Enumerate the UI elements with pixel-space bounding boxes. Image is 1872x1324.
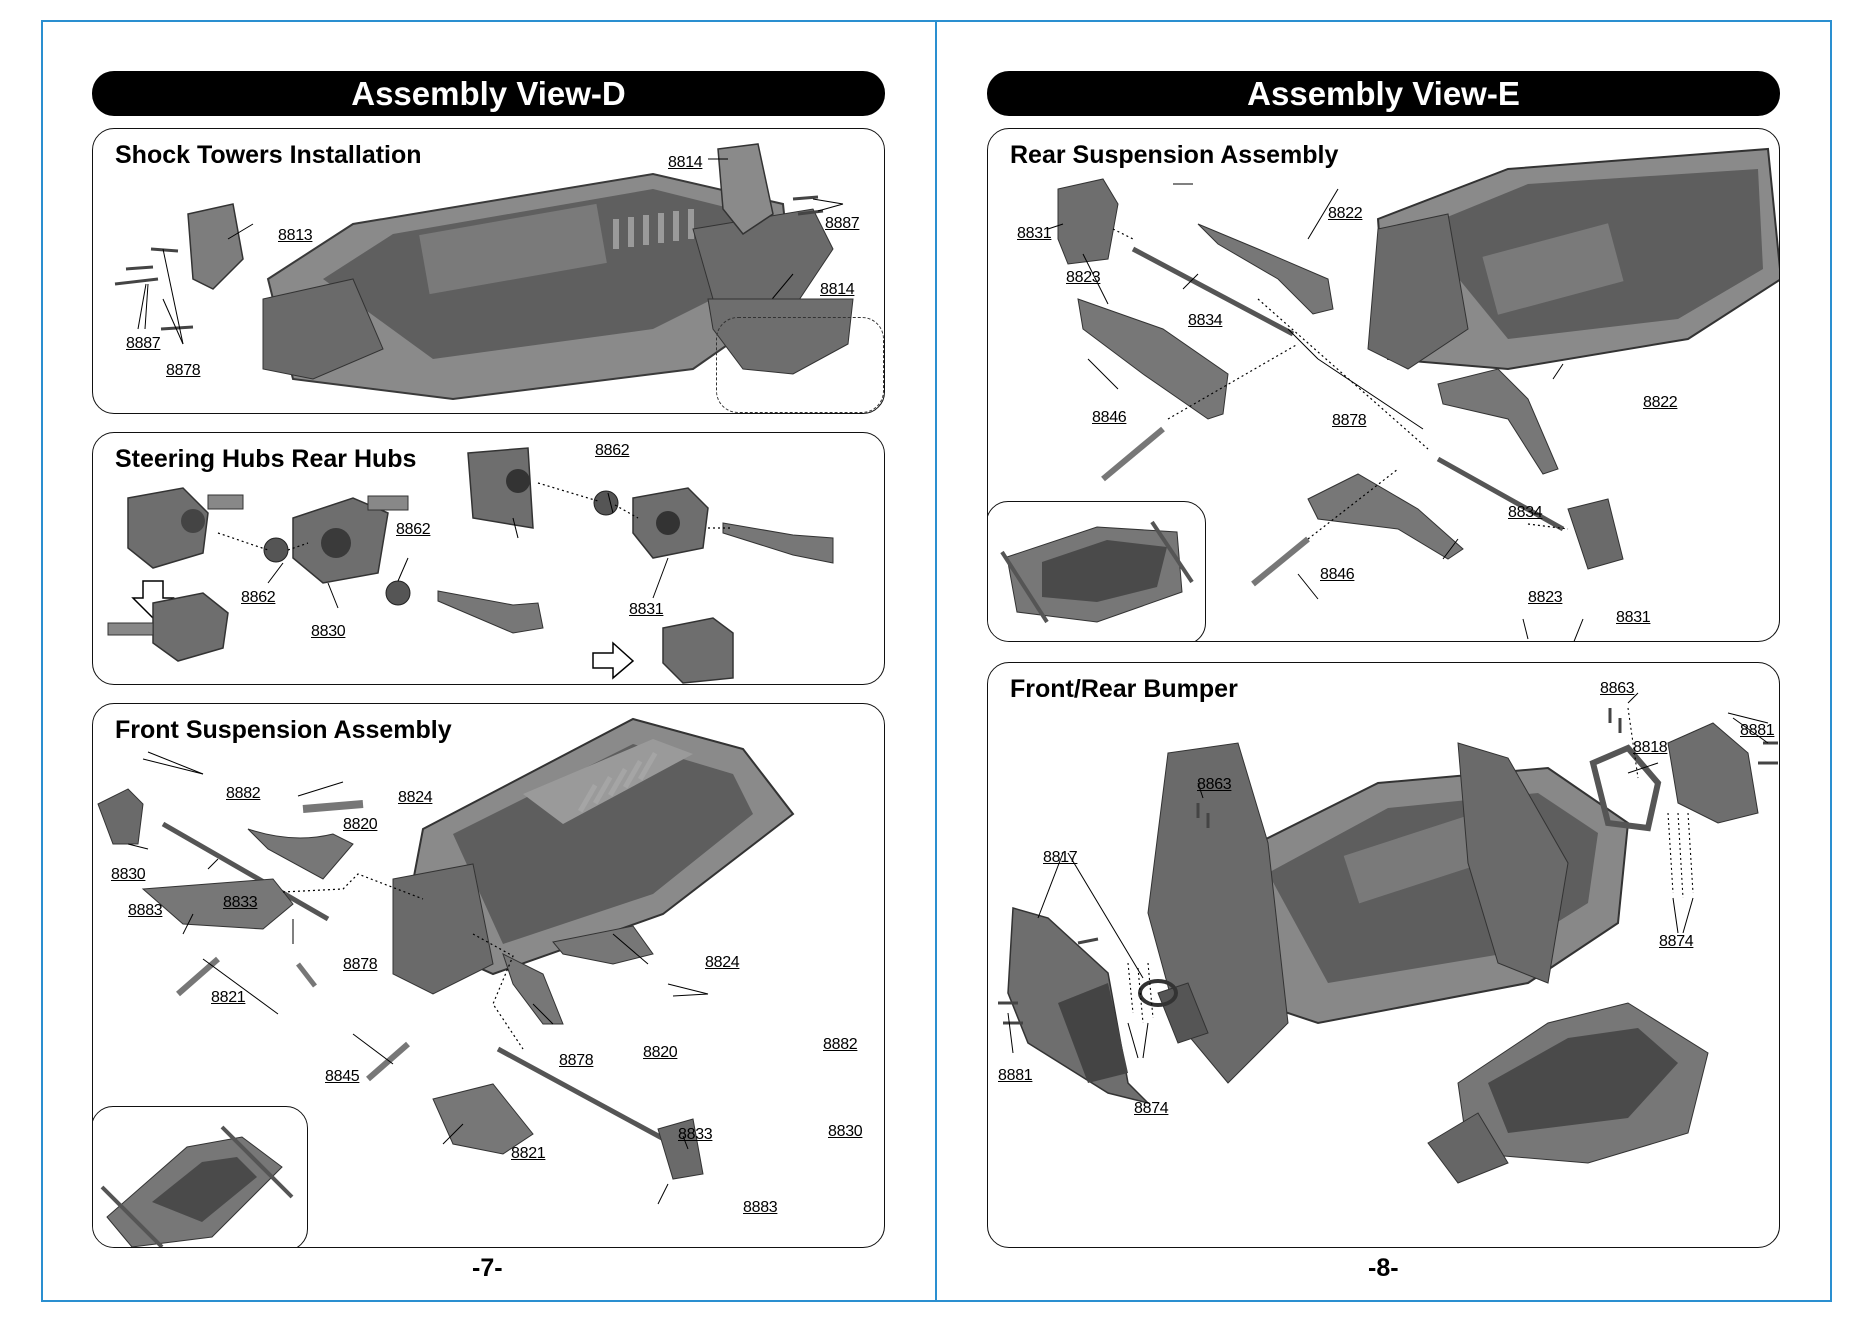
part-number: 8818 [1633, 739, 1668, 756]
part-number: 8830 [311, 623, 346, 640]
part-number: 8821 [511, 1145, 546, 1162]
part-number: 8881 [1740, 722, 1775, 739]
part-number: 8883 [128, 902, 163, 919]
panel-title: Shock Towers Installation [115, 141, 422, 169]
part-number: 8820 [343, 816, 378, 833]
part-number: 8834 [1188, 312, 1223, 329]
part-number: 8887 [825, 215, 860, 232]
page-number: -8- [1368, 1254, 1399, 1282]
part-number: 8833 [678, 1126, 713, 1143]
part-number: 8831 [1017, 225, 1052, 242]
front-suspension-panel: Front Suspension Assembly [92, 703, 885, 1248]
steering-hubs-panel: Steering Hubs Rear Hubs [92, 432, 885, 685]
part-number: 8881 [998, 1067, 1033, 1084]
front-suspension-illustration [97, 717, 795, 1205]
part-number: 8824 [705, 954, 740, 971]
overview-chassis-image [100, 1125, 294, 1247]
rear-suspension-illustration [1047, 147, 1779, 641]
panel-title: Steering Hubs Rear Hubs [115, 445, 417, 473]
page-number: -7- [472, 1254, 503, 1282]
page-header-d: Assembly View-D [92, 71, 885, 116]
part-number: 8878 [559, 1052, 594, 1069]
rear-suspension-panel: Rear Suspension Assembly [987, 128, 1780, 642]
rear-suspension-overview-inset [988, 501, 1206, 641]
part-number: 8862 [396, 521, 431, 538]
page-header-e: Assembly View-E [987, 71, 1780, 116]
panel-title: Front/Rear Bumper [1010, 675, 1238, 703]
shock-towers-panel: Shock Towers Installation [92, 128, 885, 414]
part-number: 8822 [1328, 205, 1363, 222]
part-number: 8862 [595, 442, 630, 459]
part-number: 8833 [223, 894, 258, 911]
shock-tower-detail-frame [716, 317, 884, 413]
part-number: 8878 [166, 362, 201, 379]
part-number: 8817 [1043, 849, 1078, 866]
bumper-panel: Front/Rear Bumper [987, 662, 1780, 1248]
shock-towers-illustration [114, 143, 854, 401]
part-number: 8814 [820, 281, 855, 298]
part-number: 8846 [1092, 409, 1127, 426]
overview-chassis-image [1000, 520, 1194, 624]
part-number: 8831 [629, 601, 664, 618]
part-number: 8882 [226, 785, 261, 802]
part-number: 8846 [1320, 566, 1355, 583]
part-number: 8823 [1066, 269, 1101, 286]
part-number: 8863 [1600, 680, 1635, 697]
bumper-illustration [998, 692, 1778, 1184]
part-number: 8878 [1332, 412, 1367, 429]
part-number: 8831 [1616, 609, 1651, 626]
part-number: 8830 [111, 866, 146, 883]
part-number: 8883 [743, 1199, 778, 1216]
front-suspension-overview-inset [93, 1106, 308, 1247]
part-number: 8862 [241, 589, 276, 606]
part-number: 8878 [343, 956, 378, 973]
part-number: 8874 [1134, 1100, 1169, 1117]
panel-title: Front Suspension Assembly [115, 716, 452, 744]
part-number: 8820 [643, 1044, 678, 1061]
part-number: 8830 [828, 1123, 863, 1140]
part-number: 8834 [1508, 504, 1543, 521]
part-number: 8882 [823, 1036, 858, 1053]
part-number: 8824 [398, 789, 433, 806]
part-number: 8813 [278, 227, 313, 244]
steering-hubs-illustration [107, 447, 834, 684]
part-number: 8887 [126, 335, 161, 352]
part-number: 8845 [325, 1068, 360, 1085]
part-number: 8814 [668, 154, 703, 171]
part-number: 8822 [1643, 394, 1678, 411]
part-number: 8823 [1528, 589, 1563, 606]
page-frame-right [935, 20, 1832, 1302]
part-number: 8821 [211, 989, 246, 1006]
part-number: 8874 [1659, 933, 1694, 950]
part-number: 8863 [1197, 776, 1232, 793]
panel-title: Rear Suspension Assembly [1010, 141, 1339, 169]
